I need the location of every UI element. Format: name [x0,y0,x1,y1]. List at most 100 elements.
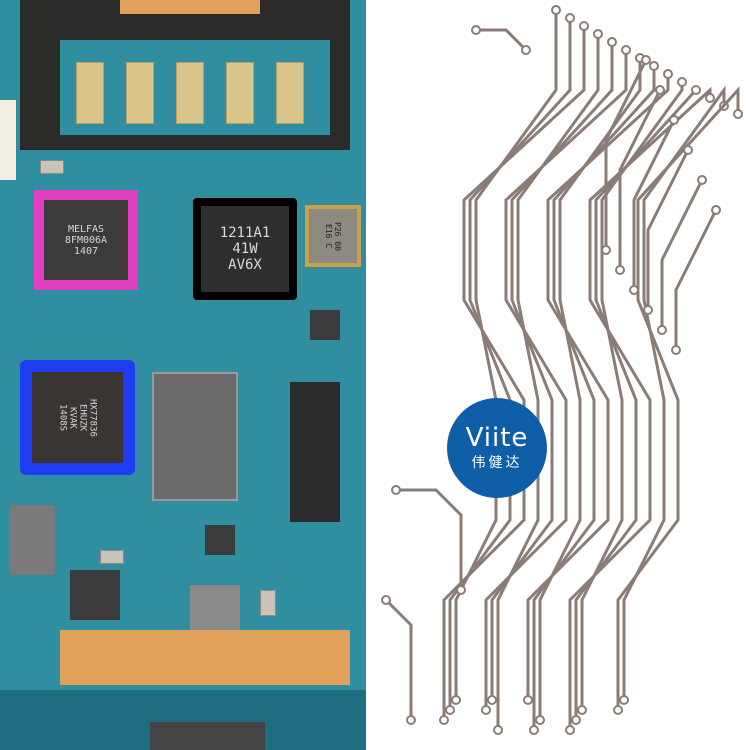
trace-node [649,61,659,71]
chip-marking: MELFAS [67,223,105,235]
melfas-chip-highlight: MELFAS 8FM006A 1407 [34,190,138,290]
trace-line [476,28,528,52]
chip-marking: EHUZK [77,403,88,432]
contact-pad [276,62,304,124]
trace-node [493,725,503,735]
trace-line [574,88,698,720]
trace-node [671,345,681,355]
trace-node [655,85,665,95]
trace-line [484,50,628,710]
trace-node [691,85,701,95]
trace-line [616,86,740,710]
trace-node [535,715,545,725]
trace-line [396,488,463,590]
trace-node [471,25,481,35]
shielded-component [190,585,240,630]
trace-node [621,45,631,55]
trace-node [697,175,707,185]
trace-node [619,695,629,705]
trace-node [711,205,721,215]
trace-node [381,595,391,605]
trace-node [683,145,693,155]
board-connector [290,382,340,522]
capacitor [100,550,124,564]
trace-line [622,85,726,700]
trace-line [660,179,704,330]
trace-node [579,21,589,31]
chip-marking: 1211A1 [219,225,271,241]
trace-line [532,66,656,730]
chip-marking: AV6X [228,257,262,273]
trace-node [521,45,531,55]
trace-node [657,325,667,335]
trace-node [669,115,679,125]
crystal-oscillator: P26 00 E16 C [305,205,361,267]
chip-marking: HX77836 [87,398,98,437]
trace-line [674,209,718,350]
trace-node [613,705,623,715]
pcb-photo: MELFAS 8FM006A 1407 1211A1 41W AV6X P26 … [0,0,366,750]
trace-node [615,265,625,275]
trace-node [565,13,575,23]
trace-node [456,585,466,595]
trace-line [604,59,648,250]
chip-marking: E16 C [324,223,333,249]
contact-pad [76,62,104,124]
trace-node [601,245,611,255]
trace-line [568,86,712,730]
trace-line [632,119,676,290]
trace-node [607,37,617,47]
capacitor [40,160,64,174]
sensor-module [152,372,238,501]
ic-chip [70,570,120,620]
trace-node [733,109,743,119]
flex-cable-bottom [60,630,350,685]
trace-line [526,74,670,700]
trace-line [448,18,572,710]
contact-pad [126,62,154,124]
trace-node [451,695,461,705]
ic-chip [310,310,340,340]
chip-marking: KVAK [67,406,78,429]
trace-node [677,77,687,87]
trace-line [580,82,684,710]
contact-pad [176,62,204,124]
ti-chip-highlight: 1211A1 41W AV6X [193,198,297,300]
himax-display-driver-chip: HX77836 EHUZK KVAK 1408S [32,372,123,463]
ic-chip [205,525,235,555]
chip-marking: 41W [232,241,258,257]
trace-line [538,58,642,720]
flex-cable-top [120,0,260,14]
trace-line [496,34,600,730]
trace-node [439,715,449,725]
logo-brand-text: Viite [465,423,529,453]
trace-node [445,705,455,715]
trace-node [663,69,673,79]
trace-node [565,725,575,735]
chip-marking: 8FM006A [64,234,108,246]
trace-line [490,42,614,700]
trace-line [384,598,413,720]
trace-line [646,149,690,310]
chip-marking: P26 00 [333,221,342,251]
capacitor [260,590,276,616]
trace-node [391,485,401,495]
trace-node [529,725,539,735]
trace-node [643,305,653,315]
ti-chip: 1211A1 41W AV6X [201,206,289,292]
trace-node [406,715,416,725]
trace-node [593,29,603,39]
trace-node [577,705,587,715]
trace-node [481,705,491,715]
trace-node [641,55,651,65]
circuit-trace-graphic [381,5,743,735]
chip-marking: 1407 [73,245,99,257]
inductor [10,505,55,575]
melfas-touch-controller-chip: MELFAS 8FM006A 1407 [44,200,128,280]
contact-pad [226,62,254,124]
logo-chinese-text: 伟健达 [471,455,523,471]
trace-node [487,695,497,705]
trace-node [551,5,561,15]
trace-node [705,93,715,103]
bottom-connector [150,722,265,750]
